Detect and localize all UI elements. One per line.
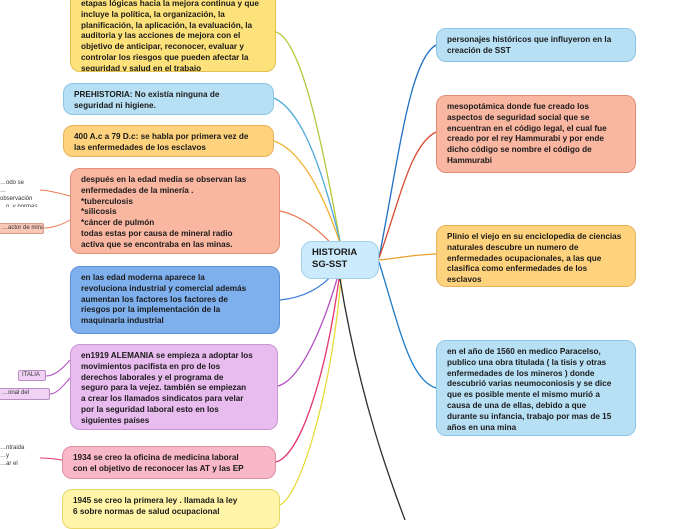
connector-definicion	[275, 31, 341, 242]
node-1945-ley[interactable]: 1945 se creo la primera ley . llamada la…	[62, 489, 280, 529]
node-paracelso[interactable]: en el año de 1560 en medico Paracelso, p…	[436, 340, 636, 436]
node-1919-alemania[interactable]: en1919 ALEMANIA se empieza a adoptar los…	[70, 344, 278, 430]
connector-400ac	[273, 140, 341, 244]
node-400ac-79dc[interactable]: 400 A.c a 79 D.c: se habla por primera v…	[63, 125, 274, 157]
side-fragment-italia[interactable]: ITALIA	[18, 370, 46, 381]
connector-plinio	[378, 253, 437, 261]
connector-frag-3	[45, 359, 71, 377]
connector-frag-4	[49, 377, 71, 395]
node-1934-oficina[interactable]: 1934 se creo la oficina de medicina labo…	[62, 446, 276, 479]
connector-personajes	[378, 44, 437, 259]
node-edad-moderna[interactable]: en las edad moderna aparece la revolucio…	[70, 266, 280, 334]
side-fragment-nacional[interactable]: …onal del	[0, 388, 50, 400]
connector-prehistoria	[273, 97, 341, 242]
central-topic[interactable]: HISTORIA SG-SST	[301, 241, 379, 279]
connector-1919	[277, 278, 338, 387]
node-personajes-historicos[interactable]: personajes históricos que influyeron en …	[436, 28, 636, 62]
connector-mesopotamica	[378, 131, 437, 259]
connector-1934	[275, 278, 340, 463]
node-prehistoria[interactable]: PREHISTORIA: No existía ninguna de segur…	[63, 83, 274, 115]
connector-frag-1	[39, 189, 71, 197]
connector-offscreen-bottom	[339, 278, 406, 520]
node-edad-media[interactable]: después en la edad media se observan las…	[70, 168, 280, 254]
connector-frag-2	[43, 219, 71, 229]
node-definicion-sg-sst[interactable]: etapas lógicas hacia la mejora continua …	[70, 0, 276, 72]
side-fragment-factor-minas[interactable]: …actor de minas	[0, 223, 44, 234]
connector-1945	[279, 278, 342, 506]
connector-frag-5	[39, 457, 63, 461]
node-mesopotamica[interactable]: mesopotámica donde fue creado los aspect…	[436, 95, 636, 173]
node-plinio-el-viejo[interactable]: Plinio el viejo en su enciclopedia de ci…	[436, 225, 636, 287]
side-fragment-observacion[interactable]: …odo se … observación …n, y normas	[0, 180, 37, 207]
connector-paracelso	[378, 261, 437, 389]
side-fragment-contraida[interactable]: …ntraida …y …ar el	[0, 445, 25, 468]
